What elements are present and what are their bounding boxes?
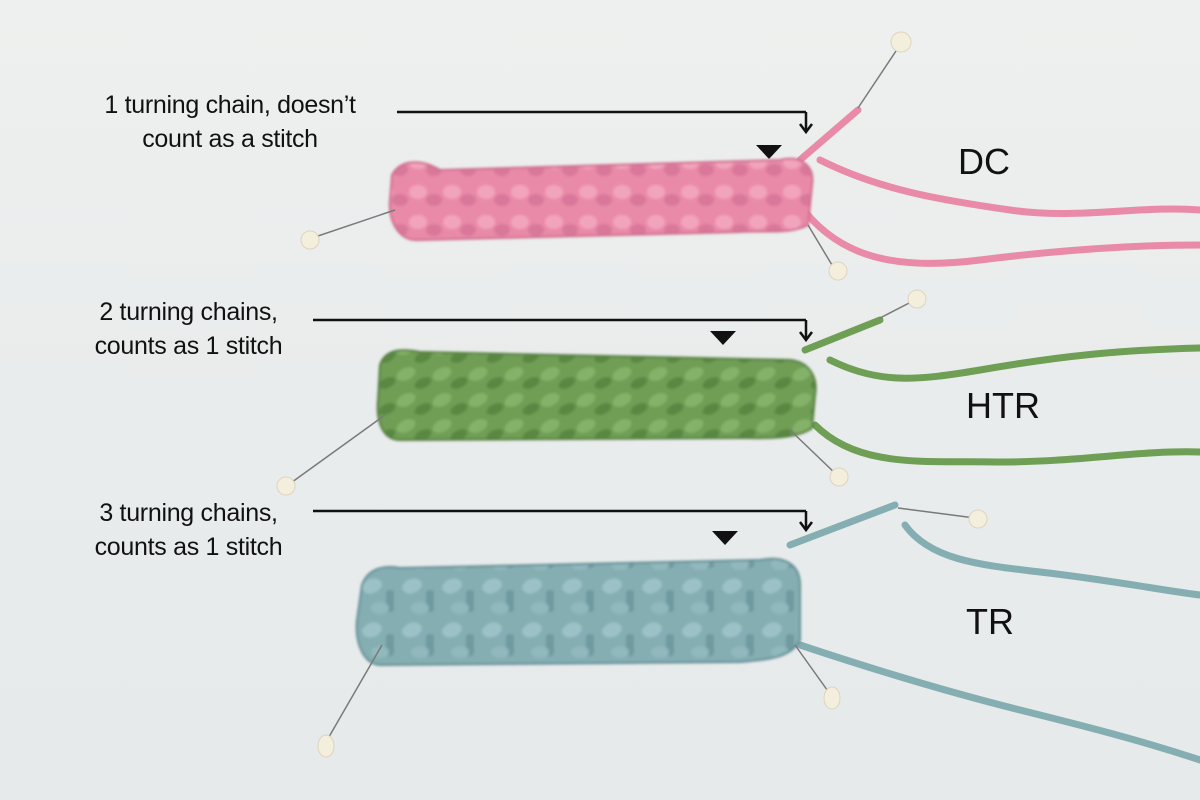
annotation-tr: 3 turning chains, counts as 1 stitch xyxy=(66,496,311,564)
swatch-htr xyxy=(376,349,817,442)
yarn-tail-htr xyxy=(801,316,1200,466)
stitch-label-tr: TR xyxy=(966,601,1014,642)
annotation-arrow-dc xyxy=(397,110,813,135)
annotation-htr-line1: 2 turning chains, xyxy=(99,298,278,326)
pins xyxy=(276,31,988,758)
annotation-tr-line2: counts as 1 stitch xyxy=(94,533,283,561)
marker-triangle-dc xyxy=(756,145,782,159)
annotation-htr-line2: counts as 1 stitch xyxy=(94,332,283,360)
annotation-dc-line2: count as a stitch xyxy=(142,125,318,153)
annotation-htr: 2 turning chains, counts as 1 stitch xyxy=(66,295,311,363)
yarn-tail-dc xyxy=(796,106,1200,267)
annotation-arrow-htr xyxy=(313,318,813,343)
stitch-label-htr: HTR xyxy=(966,385,1040,426)
stitch-label-dc: DC xyxy=(958,141,1010,182)
marker-triangle-tr xyxy=(712,531,738,545)
annotation-tr-line1: 3 turning chains, xyxy=(99,499,278,527)
marker-triangle-htr xyxy=(710,331,736,345)
annotation-dc-line1: 1 turning chain, doesn’t xyxy=(104,91,356,119)
yarn-tail-tr xyxy=(786,501,1200,764)
swatch-dc xyxy=(388,157,814,242)
swatch-tr xyxy=(355,557,801,667)
annotation-dc: 1 turning chain, doesn’t count as a stit… xyxy=(70,88,390,156)
annotation-arrow-tr xyxy=(313,509,813,533)
